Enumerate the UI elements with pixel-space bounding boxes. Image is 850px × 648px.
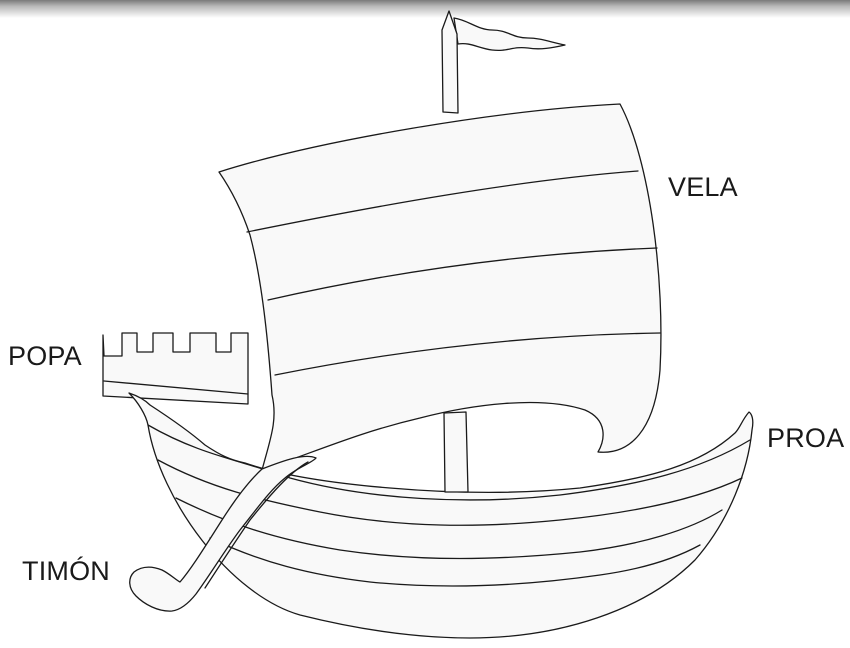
mast-lower — [444, 412, 468, 492]
sail — [219, 104, 661, 470]
stern-castle — [103, 333, 248, 404]
flag — [454, 18, 565, 50]
hull — [129, 393, 753, 638]
label-vela: VELA — [668, 174, 738, 201]
label-popa: POPA — [8, 343, 82, 370]
label-proa: PROA — [767, 425, 844, 452]
label-timon: TIMÓN — [22, 558, 110, 585]
